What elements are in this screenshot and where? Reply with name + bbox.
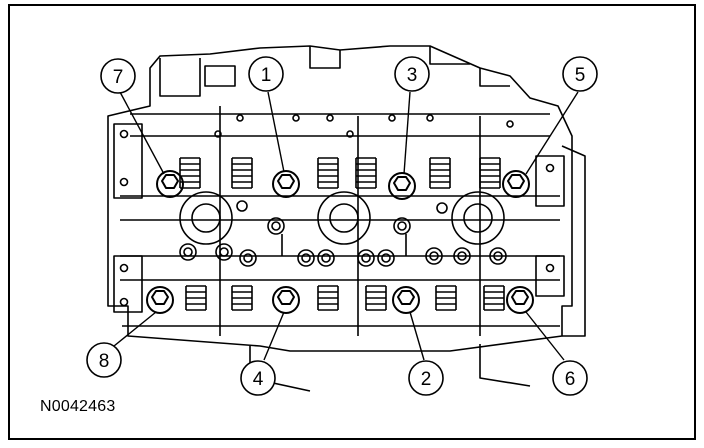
callout-4: 4	[240, 360, 276, 396]
svg-text:6: 6	[565, 369, 576, 390]
svg-text:8: 8	[99, 351, 110, 372]
cam-journals	[179, 191, 505, 245]
svg-text:2: 2	[421, 369, 432, 390]
valve-springs-upper	[179, 157, 501, 189]
callout-7: 7	[100, 58, 136, 94]
leader-lines	[113, 91, 579, 361]
cylinder-head-outline	[107, 45, 573, 352]
svg-text:5: 5	[575, 65, 586, 86]
figure-frame: 7 1 3 5 8 4 2 6 N0042463	[8, 4, 696, 440]
callout-5: 5	[562, 56, 598, 92]
callout-8: 8	[86, 342, 122, 378]
head-bolts	[146, 170, 534, 314]
callout-6: 6	[552, 360, 588, 396]
figure-reference-code: N0042463	[40, 398, 116, 415]
svg-text:7: 7	[113, 67, 124, 88]
cylinder-head-diagram: 7 1 3 5 8 4 2 6	[86, 45, 598, 396]
tappets	[179, 200, 507, 267]
callout-3: 3	[394, 56, 430, 92]
callout-2: 2	[408, 360, 444, 396]
svg-text:1: 1	[261, 65, 272, 86]
svg-text:4: 4	[253, 369, 264, 390]
valve-springs-lower	[185, 285, 505, 311]
callout-1: 1	[248, 56, 284, 92]
svg-text:3: 3	[407, 65, 418, 86]
